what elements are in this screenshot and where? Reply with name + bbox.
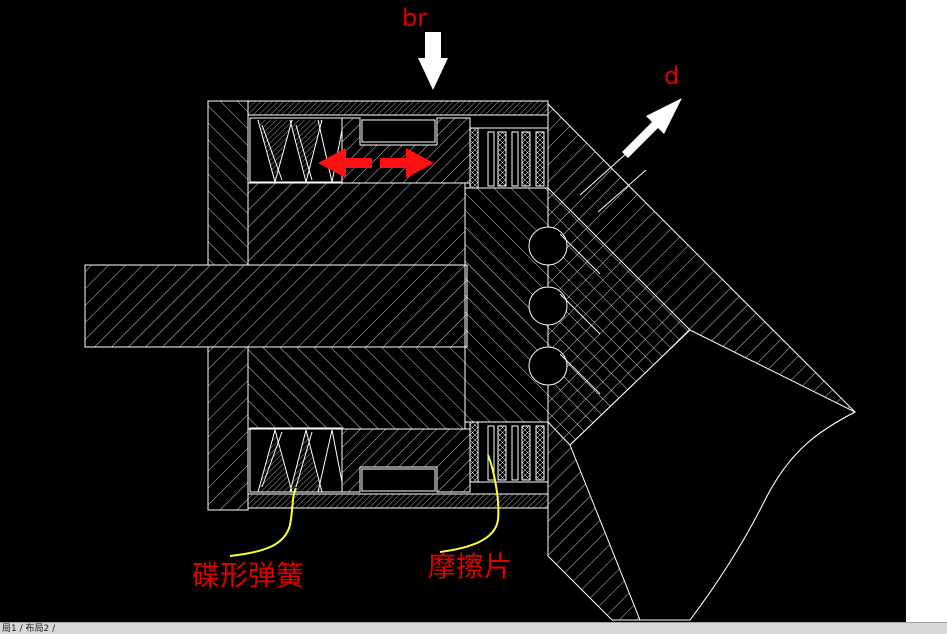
leader-line-disc-spring [229,487,297,557]
piston-motion-arrow [318,148,434,178]
brake-cross-section-drawing: br d 碟形弹簧 摩擦片 [84,4,857,621]
disc-spring-stack-bottom [249,427,343,493]
friction-plates-bottom [469,421,549,483]
shaft [84,264,468,348]
label-br: br [402,4,427,32]
label-d: d [664,62,679,90]
end-plate [207,100,249,511]
layout-tabs-bar[interactable]: 局1 / 布局2 / [0,622,947,634]
label-disc-spring: 碟形弹簧 [192,559,304,592]
leader-line-friction-plate [439,454,500,553]
force-arrow-d [622,98,682,158]
angled-housing [547,102,857,621]
label-friction-plate: 摩擦片 [428,550,512,583]
inner-hub [247,182,466,430]
friction-plates-top [469,127,549,189]
disc-spring-stack-top [249,117,343,184]
window-edge [906,0,947,622]
ball-joints [528,226,601,395]
force-arrow-br [418,32,448,90]
